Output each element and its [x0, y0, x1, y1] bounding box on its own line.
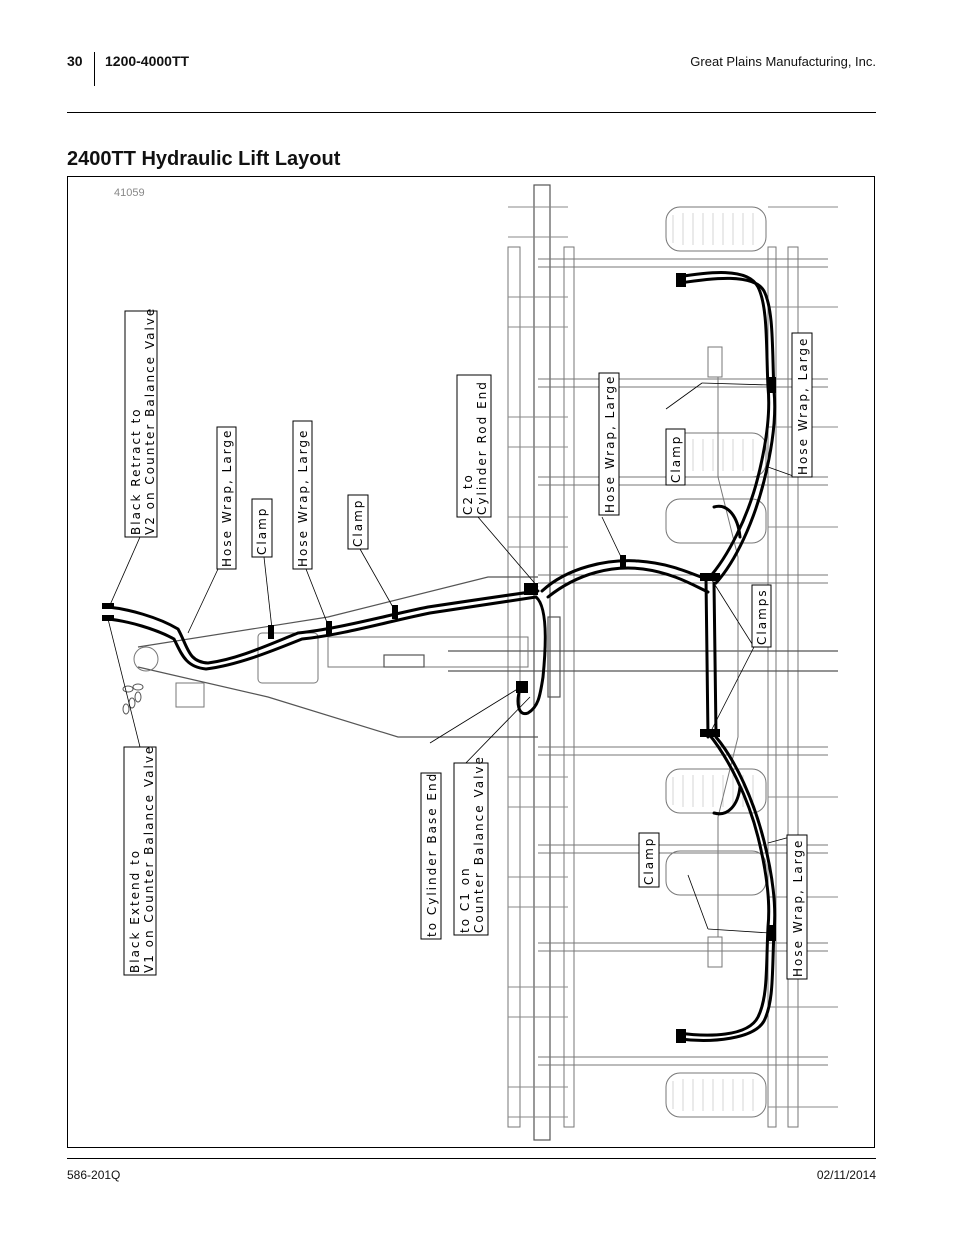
svg-text:Hose Wrap, Large: Hose Wrap, Large — [603, 375, 617, 513]
callout-clamps: Clamps — [751, 584, 772, 648]
svg-text:to C1 on: to C1 on — [458, 866, 472, 933]
footer-rule — [67, 1158, 876, 1159]
callout-black-retract-line1: Black Retract to — [129, 407, 143, 535]
callout-hose-wrap-3: Hose Wrap, Large — [598, 372, 620, 516]
callout-black-retract-line2: V2 on Counter Balance Valve — [143, 307, 157, 535]
svg-text:Clamp: Clamp — [669, 435, 683, 483]
callout-clamp-1: Clamp — [251, 498, 273, 558]
page-title: 2400TT Hydraulic Lift Layout — [67, 148, 341, 170]
callout-hose-wrap-5: Hose Wrap, Large — [786, 834, 808, 980]
callout-hose-wrap-4: Hose Wrap, Large — [791, 332, 813, 478]
hydraulic-diagram: Black Retract to V2 on Counter Balance V… — [102, 184, 838, 1141]
leader-lines — [107, 382, 797, 934]
svg-text:Clamp: Clamp — [255, 507, 269, 555]
svg-text:Clamp: Clamp — [351, 499, 365, 547]
fittings — [102, 273, 776, 1043]
svg-text:Hose Wrap, Large: Hose Wrap, Large — [296, 429, 310, 567]
hydraulic-layout-figure: Black Retract to V2 on Counter Balance V… — [67, 176, 875, 1148]
svg-text:Hose Wrap, Large: Hose Wrap, Large — [796, 337, 810, 475]
company-name: Great Plains Manufacturing, Inc. — [690, 54, 876, 69]
svg-text:Hose Wrap, Large: Hose Wrap, Large — [220, 429, 234, 567]
callout-black-retract: Black Retract to V2 on Counter Balance V… — [124, 307, 158, 538]
callout-clamp-4: Clamp — [638, 832, 660, 888]
callout-cylinder-base: to Cylinder Base End — [420, 772, 442, 940]
machine-frame — [122, 184, 838, 1141]
callout-black-extend: Black Extend to V1 on Counter Balance Va… — [123, 745, 157, 976]
figure-number: 41059 — [114, 187, 145, 199]
page-number: 30 — [67, 53, 83, 69]
model-name: 1200-4000TT — [105, 53, 190, 69]
svg-text:Hose Wrap, Large: Hose Wrap, Large — [791, 839, 805, 977]
document-date: 02/11/2014 — [816, 1168, 876, 1182]
svg-text:Clamps: Clamps — [755, 588, 769, 645]
callout-c1: to C1 on Counter Balance Valve — [453, 755, 489, 936]
callout-hose-wrap-2: Hose Wrap, Large — [292, 420, 313, 570]
svg-text:C2 to: C2 to — [461, 473, 475, 515]
header-divider — [94, 52, 95, 86]
callout-clamp-3: Clamp — [665, 428, 686, 486]
svg-text:Cylinder Rod End: Cylinder Rod End — [475, 380, 489, 515]
callout-c2: C2 to Cylinder Rod End — [456, 374, 492, 518]
svg-text:Clamp: Clamp — [642, 837, 656, 885]
header-rule — [67, 112, 876, 113]
callout-clamp-2: Clamp — [347, 494, 369, 550]
svg-text:Counter Balance Valve: Counter Balance Valve — [472, 755, 486, 933]
svg-text:V1 on Counter Balance Valv: V1 on Counter Balance Valve — [142, 745, 156, 973]
svg-text:to Cylinder Base End: to Cylinder Base End — [425, 772, 439, 937]
document-number: 586-201Q — [67, 1168, 121, 1182]
callout-hose-wrap-1: Hose Wrap, Large — [216, 426, 237, 570]
svg-text:Black Extend to: Black Extend to — [128, 849, 142, 973]
